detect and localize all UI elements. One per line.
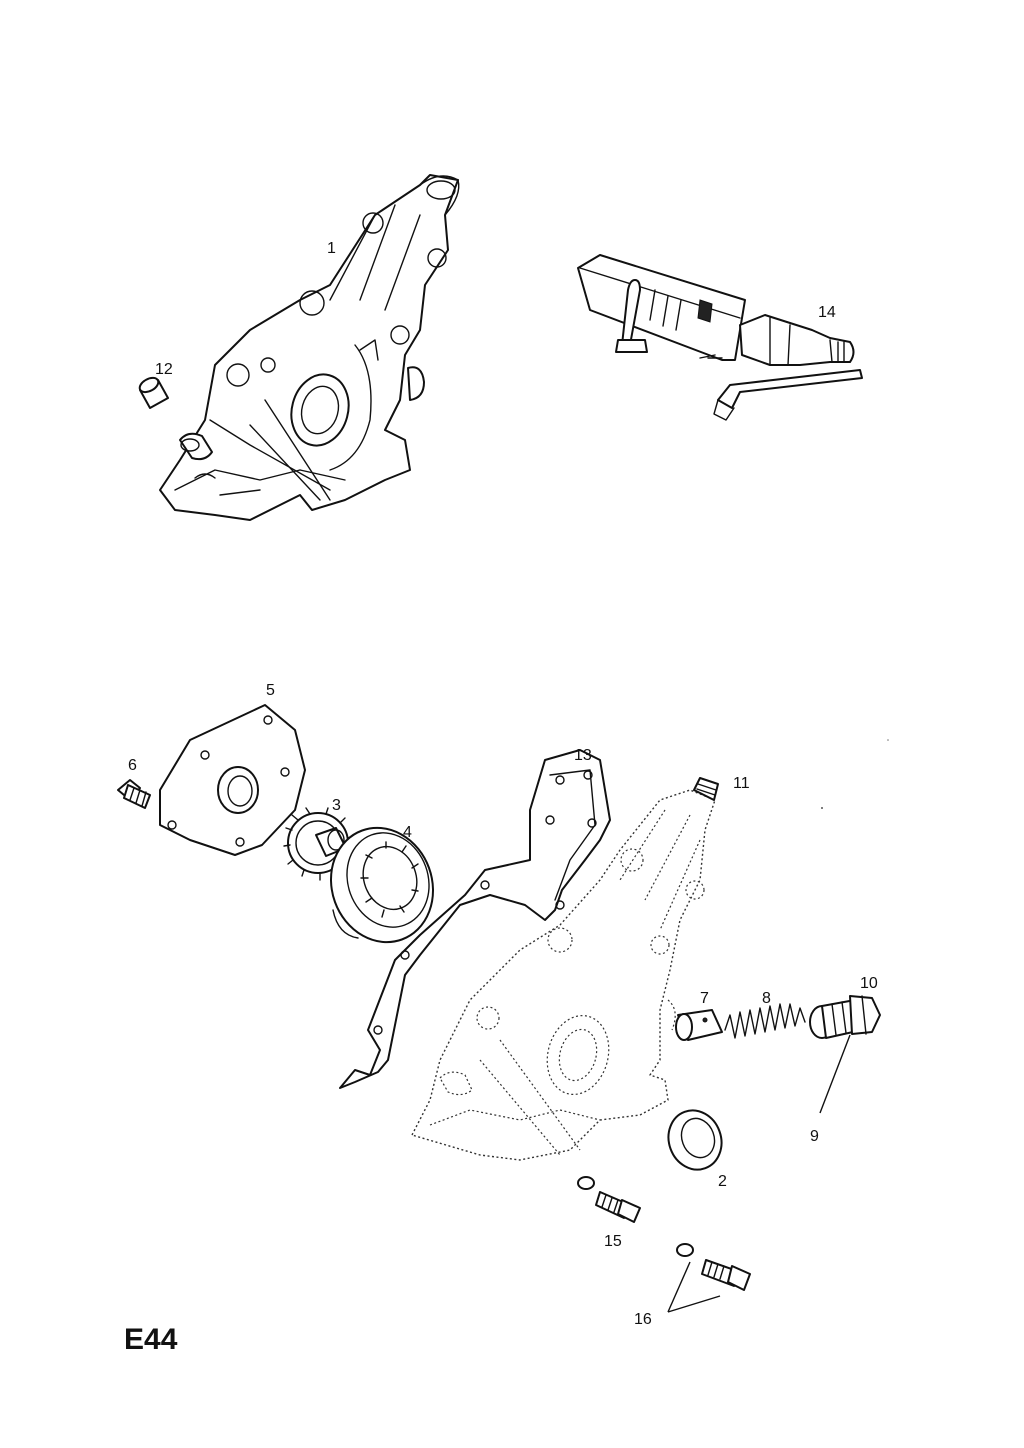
oil-pump-housing-outline (411, 789, 716, 1161)
housing-bolt-long[interactable] (676, 1243, 751, 1291)
relief-valve-spring[interactable] (724, 1003, 806, 1039)
shaft-seal[interactable] (660, 1103, 729, 1177)
outer-rotor[interactable] (315, 813, 449, 956)
callout-2: 2 (718, 1173, 727, 1190)
leader-16b (667, 1295, 721, 1313)
leader-16a (667, 1261, 691, 1313)
callout-12: 12 (155, 361, 173, 378)
callout-3: 3 (332, 797, 341, 814)
callout-9: 9 (810, 1128, 819, 1145)
speck (821, 807, 823, 809)
leader-9 (819, 1034, 851, 1114)
housing-bolt-short[interactable] (577, 1176, 641, 1223)
callout-14: 14 (818, 304, 836, 321)
housing-gasket[interactable] (339, 749, 611, 1089)
speck (887, 739, 889, 741)
relief-valve-piston[interactable] (675, 1009, 723, 1041)
valve-plug[interactable] (809, 995, 881, 1039)
callout-6: 6 (128, 757, 137, 774)
callout-7: 7 (700, 990, 709, 1007)
pump-cover-plate[interactable] (159, 704, 306, 856)
cover-bolt[interactable] (117, 779, 151, 809)
callout-10: 10 (860, 975, 878, 992)
callout-5: 5 (266, 682, 275, 699)
callout-1: 1 (327, 240, 336, 257)
callout-11: 11 (733, 775, 750, 792)
callout-4: 4 (403, 824, 412, 841)
callout-8: 8 (762, 990, 771, 1007)
threaded-plug[interactable] (693, 777, 719, 801)
callout-16: 16 (634, 1311, 652, 1328)
sealant-kit[interactable] (577, 254, 863, 421)
dowel-sleeve[interactable] (137, 375, 169, 409)
callout-13: 13 (574, 747, 592, 764)
page-code: E44 (124, 1323, 178, 1356)
oil-pump-housing[interactable] (159, 174, 460, 521)
callout-15: 15 (604, 1233, 622, 1250)
